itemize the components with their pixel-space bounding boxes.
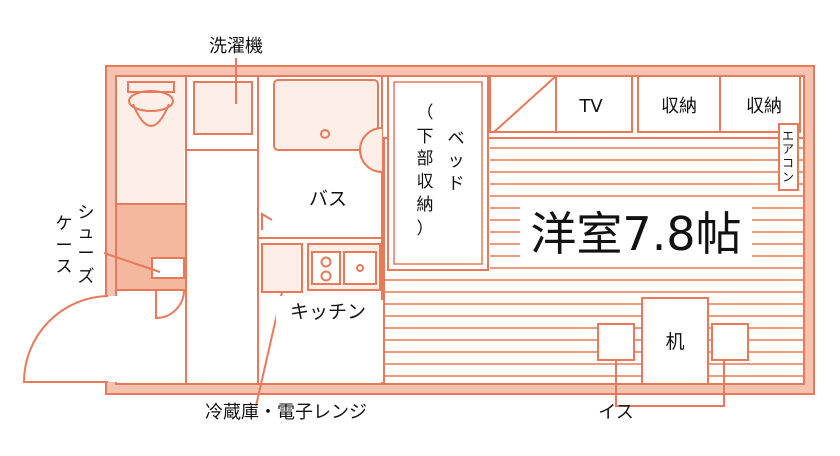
aircon-char-1: エ xyxy=(782,129,794,143)
aircon-char-4: ン xyxy=(782,170,794,184)
bath-drain xyxy=(320,129,330,139)
kitchen-sink-icon xyxy=(343,251,377,285)
bed xyxy=(387,75,489,271)
shoe-case-leader xyxy=(103,252,161,273)
kitchen-label: キッチン xyxy=(290,301,366,323)
fridge-microwave-label: 冷蔵庫・電子レンジ xyxy=(205,402,367,423)
shoe-case-char-6: ー xyxy=(56,236,73,256)
bed-label-char-2: ッ xyxy=(448,151,465,171)
desk xyxy=(641,297,709,385)
entrance xyxy=(115,289,187,385)
bed-note-char-5: 納 xyxy=(417,195,434,215)
toilet-icon xyxy=(127,81,175,127)
bed-label-char-3: ド xyxy=(448,174,465,194)
washing-machine-label: 洗濯機 xyxy=(209,36,263,57)
chair-leader xyxy=(615,360,725,407)
chair-left xyxy=(597,323,635,361)
room-title-backdrop xyxy=(520,200,752,262)
desk-label: 机 xyxy=(665,331,684,353)
shoe-case-char-4: ズ xyxy=(78,267,95,287)
shoe-case-char-2: ュ xyxy=(78,223,95,243)
aircon-char-2: ア xyxy=(782,142,794,156)
fridge-microwave xyxy=(261,243,303,293)
storage-1-label: 収納 xyxy=(661,96,697,117)
kitchen-label-backdrop xyxy=(276,296,380,324)
bath-label: バス xyxy=(309,188,347,210)
bed-note-char-4: 収 xyxy=(417,172,434,192)
shoe-box xyxy=(151,257,185,279)
shoe-case-char-7: ス xyxy=(56,257,73,277)
shoe-case-char-1: シ xyxy=(78,203,95,223)
shoe-case-char-5: ケ xyxy=(56,214,73,234)
chair-right xyxy=(711,323,749,361)
bed-note-char-3: 部 xyxy=(417,149,434,169)
tv-stand xyxy=(489,75,633,133)
room-title: 洋室7.8帖 xyxy=(530,207,741,261)
entrance-inner-door xyxy=(155,289,185,320)
bed-note-char-1: （ xyxy=(417,103,434,123)
shoe-case-char-3: ー xyxy=(78,244,95,264)
bed-label-char-1: ベ xyxy=(448,129,465,149)
storage-2-label: 収納 xyxy=(746,96,782,117)
bed-mattress xyxy=(393,81,483,265)
tv-stand-diagonal xyxy=(493,75,557,133)
aircon-char-3: コ xyxy=(782,156,794,170)
bed-note-char-6: ） xyxy=(417,219,434,239)
entrance-door-gap xyxy=(102,296,120,382)
bathtub xyxy=(273,79,379,151)
bath-door xyxy=(261,212,273,230)
bed-note-char-2: 下 xyxy=(417,127,434,147)
chairs-label: イス xyxy=(598,402,633,423)
entrance-door-swing xyxy=(22,295,109,383)
tv-label: TV xyxy=(578,96,603,117)
aircon xyxy=(778,123,799,191)
hallway xyxy=(185,149,259,385)
bath-sink xyxy=(359,127,383,173)
washing-machine-icon xyxy=(193,81,253,135)
toilet-room xyxy=(115,75,187,205)
